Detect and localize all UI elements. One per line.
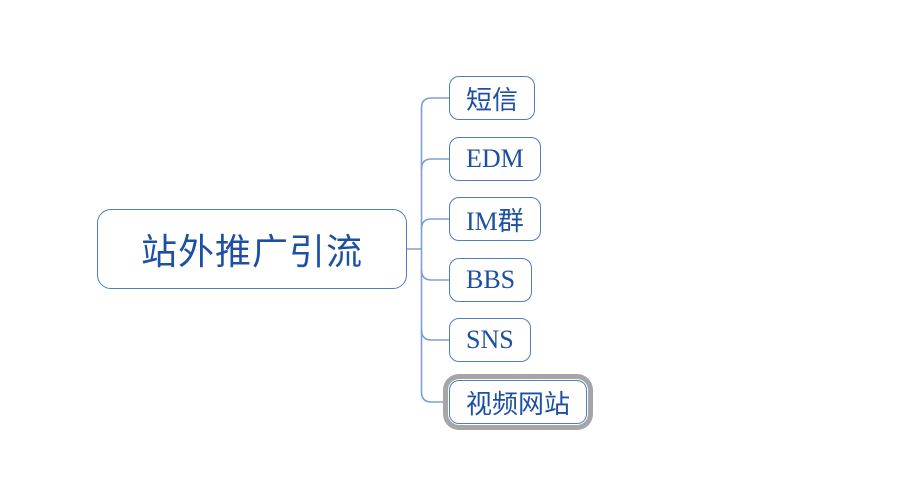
subtopic-sms[interactable]: 短信 [449,76,536,120]
connector-branch-im [420,218,450,230]
subtopic-im-group[interactable]: IM群 [449,197,541,241]
connector-branch-sns [420,329,450,341]
connector-trunk [420,97,450,403]
subtopic-edm[interactable]: EDM [449,137,541,181]
subtopic-video-sites[interactable]: 视频网站 [449,380,588,424]
connector-branch-edm [420,158,450,170]
subtopic-sns[interactable]: SNS [449,318,531,362]
subtopic-bbs[interactable]: BBS [449,258,533,302]
connector-branch-bbs [420,269,450,281]
root-topic[interactable]: 站外推广引流 [97,209,407,289]
